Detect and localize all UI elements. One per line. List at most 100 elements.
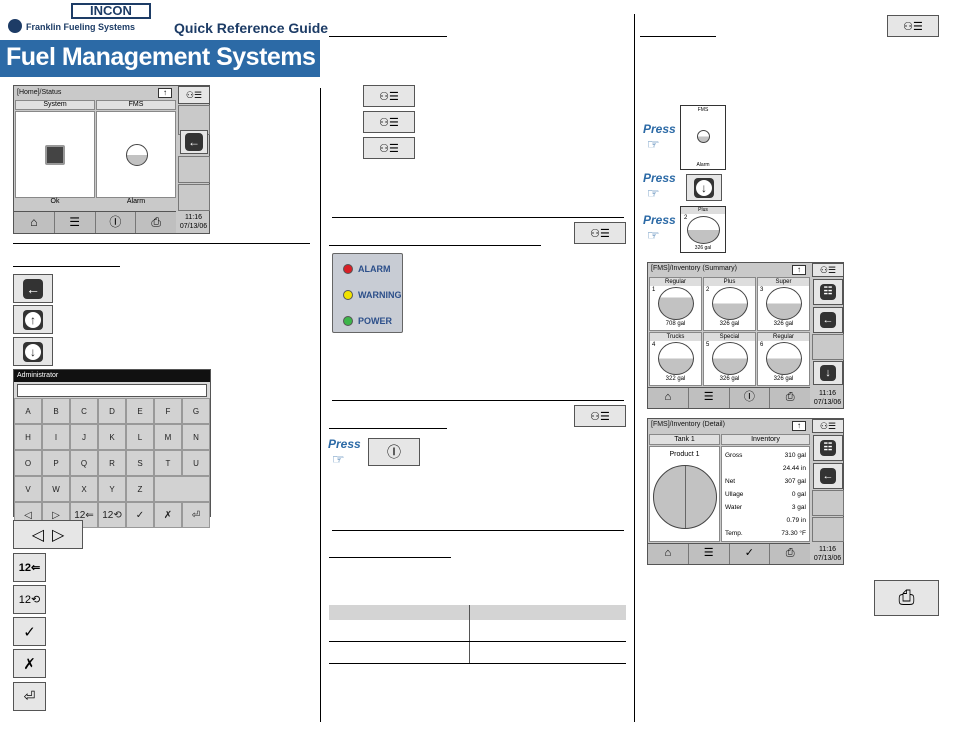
plus-tank-tile[interactable]: Plus 2 326 gal <box>680 206 726 253</box>
fms-mini-tile[interactable]: FMS Alarm <box>680 105 726 170</box>
key[interactable]: C <box>70 398 98 424</box>
key[interactable]: A <box>14 398 42 424</box>
key[interactable]: G <box>182 398 210 424</box>
backspace-button[interactable]: 12⇐ <box>13 553 46 582</box>
inventory-key: Water <box>725 504 743 511</box>
details-button[interactable]: ☷ <box>813 279 843 305</box>
key[interactable]: T <box>154 450 182 476</box>
user-menu-icon[interactable]: ⚇☰ <box>812 419 844 433</box>
bulb-button[interactable]: Ⓘ <box>368 438 420 466</box>
list-icon[interactable]: ☰ <box>55 212 96 233</box>
keyboard-space <box>154 476 210 502</box>
list-icon[interactable]: ☰ <box>689 388 730 408</box>
summary-button[interactable]: ☷ <box>813 435 843 461</box>
home-icon[interactable]: ⌂ <box>648 544 689 564</box>
accept-button[interactable]: ✓ <box>13 617 46 646</box>
up-arrow-icon[interactable]: ↑ <box>792 421 806 431</box>
user-menu-icon[interactable]: ⚇☰ <box>178 86 210 104</box>
user-button-3[interactable]: ⚇☰ <box>363 137 415 159</box>
left-arrow-button[interactable]: ← <box>13 274 53 303</box>
system-tile[interactable] <box>15 111 95 198</box>
user-button-4[interactable]: ⚇☰ <box>574 222 626 244</box>
warning-label: WARNING <box>358 290 402 300</box>
down-button[interactable]: ↓ <box>813 361 843 385</box>
user-button-1[interactable]: ⚇☰ <box>363 85 415 107</box>
home-icon[interactable]: ⌂ <box>14 212 55 233</box>
key[interactable]: E <box>126 398 154 424</box>
tank-name: Regular <box>650 278 701 286</box>
user-menu-icon: ⚇☰ <box>379 116 399 129</box>
key[interactable]: R <box>98 450 126 476</box>
down-arrow-button-2[interactable]: ↓ <box>686 174 722 201</box>
key[interactable]: Q <box>70 450 98 476</box>
key[interactable]: M <box>154 424 182 450</box>
key[interactable]: W <box>42 476 70 502</box>
home-icon[interactable]: ⌂ <box>648 388 689 408</box>
print-button[interactable]: ⎙ <box>874 580 939 616</box>
key[interactable]: N <box>182 424 210 450</box>
fms-tile[interactable] <box>96 111 176 198</box>
clock-date: 07/13/06 <box>179 223 208 230</box>
key[interactable]: H <box>14 424 42 450</box>
bulb-icon[interactable]: Ⓘ <box>730 388 771 408</box>
cancel-button[interactable]: ✗ <box>13 649 46 678</box>
down-arrow-button[interactable]: ↓ <box>13 337 53 366</box>
key[interactable]: S <box>126 450 154 476</box>
back-button[interactable]: ← <box>180 130 208 154</box>
key[interactable]: V <box>14 476 42 502</box>
func-key[interactable]: ✓ <box>126 502 154 528</box>
user-button-5[interactable]: ⚇☰ <box>574 405 626 427</box>
clear-button[interactable]: 12⟲ <box>13 585 46 614</box>
user-button-6[interactable]: ⚇☰ <box>887 15 939 37</box>
func-key[interactable]: 12⟲ <box>98 502 126 528</box>
key[interactable]: L <box>126 424 154 450</box>
user-button-2[interactable]: ⚇☰ <box>363 111 415 133</box>
func-key[interactable]: ⏎ <box>182 502 210 528</box>
user-menu-icon[interactable]: ⚇☰ <box>812 263 844 277</box>
key[interactable]: I <box>42 424 70 450</box>
bottom-toolbar: ⌂ ☰ Ⓘ ⎙ <box>14 211 176 233</box>
key[interactable]: Y <box>98 476 126 502</box>
key[interactable]: D <box>98 398 126 424</box>
key[interactable]: P <box>42 450 70 476</box>
printer-icon[interactable]: ⎙ <box>151 215 161 229</box>
key[interactable]: O <box>14 450 42 476</box>
user-menu-icon: ⚇☰ <box>379 142 399 155</box>
list-icon[interactable]: ☰ <box>689 544 730 564</box>
status-screen: [Home]/Status ↑ ⚇☰ System FMS Ok Alarm ←… <box>13 85 210 234</box>
key[interactable]: F <box>154 398 182 424</box>
left-triangle-icon[interactable]: ◁ <box>31 526 44 544</box>
func-key[interactable]: ✗ <box>154 502 182 528</box>
back-button[interactable]: ← <box>813 463 843 489</box>
up-arrow-icon[interactable]: ↑ <box>158 88 172 98</box>
clock-date: 07/13/06 <box>813 399 842 406</box>
inventory-value: 0 gal <box>791 491 806 498</box>
right-triangle-icon[interactable]: ▷ <box>52 526 65 544</box>
key[interactable]: B <box>42 398 70 424</box>
power-led-icon <box>343 316 353 326</box>
check-icon[interactable]: ✓ <box>730 544 771 564</box>
cursor-buttons[interactable]: ◁ ▷ <box>13 520 83 549</box>
up-arrow-icon[interactable]: ↑ <box>792 265 806 275</box>
bulb-icon[interactable]: Ⓘ <box>96 212 137 233</box>
up-arrow-button[interactable]: ↑ <box>13 305 53 334</box>
key[interactable]: U <box>182 450 210 476</box>
keyboard-input[interactable] <box>17 384 207 397</box>
back-button[interactable]: ← <box>813 307 843 333</box>
printer-icon[interactable]: ⎙ <box>785 391 795 403</box>
key[interactable]: Z <box>126 476 154 502</box>
enter-button[interactable]: ⏎ <box>13 682 46 711</box>
key[interactable]: X <box>70 476 98 502</box>
key[interactable]: K <box>98 424 126 450</box>
heading-underline-2 <box>329 36 447 37</box>
key[interactable]: J <box>70 424 98 450</box>
printer-icon[interactable]: ⎙ <box>785 547 795 559</box>
